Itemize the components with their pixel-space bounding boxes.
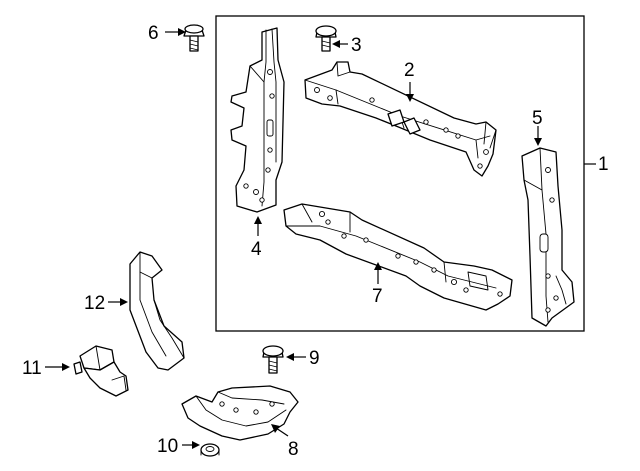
callout-6: 6 bbox=[148, 23, 159, 44]
callout-3: 3 bbox=[351, 35, 362, 56]
part-6-bolt bbox=[183, 24, 205, 52]
part-8-splash-plate bbox=[181, 385, 299, 441]
part-10-nut bbox=[200, 443, 220, 457]
part-5-vertical-bracket bbox=[521, 147, 575, 327]
callout-1: 1 bbox=[598, 154, 609, 175]
callout-11: 11 bbox=[22, 358, 42, 379]
part-7-lower-crossmember bbox=[283, 203, 513, 311]
part-11-connector bbox=[73, 345, 129, 397]
assembly-frame bbox=[215, 15, 585, 332]
part-2-upper-crossmember bbox=[304, 61, 497, 177]
callout-2: 2 bbox=[404, 60, 415, 81]
part-4-vertical-bracket bbox=[230, 27, 285, 213]
part-12-post-bracket bbox=[129, 251, 185, 371]
leader-lines bbox=[45, 28, 596, 449]
callout-12: 12 bbox=[84, 293, 105, 314]
callout-5: 5 bbox=[532, 108, 543, 129]
part-3-bolt bbox=[315, 25, 337, 52]
callout-7: 7 bbox=[372, 286, 383, 307]
callout-9: 9 bbox=[309, 348, 320, 369]
part-9-bolt bbox=[262, 345, 284, 374]
callout-10: 10 bbox=[157, 436, 178, 457]
callout-8: 8 bbox=[288, 439, 299, 460]
callout-4: 4 bbox=[251, 239, 262, 260]
